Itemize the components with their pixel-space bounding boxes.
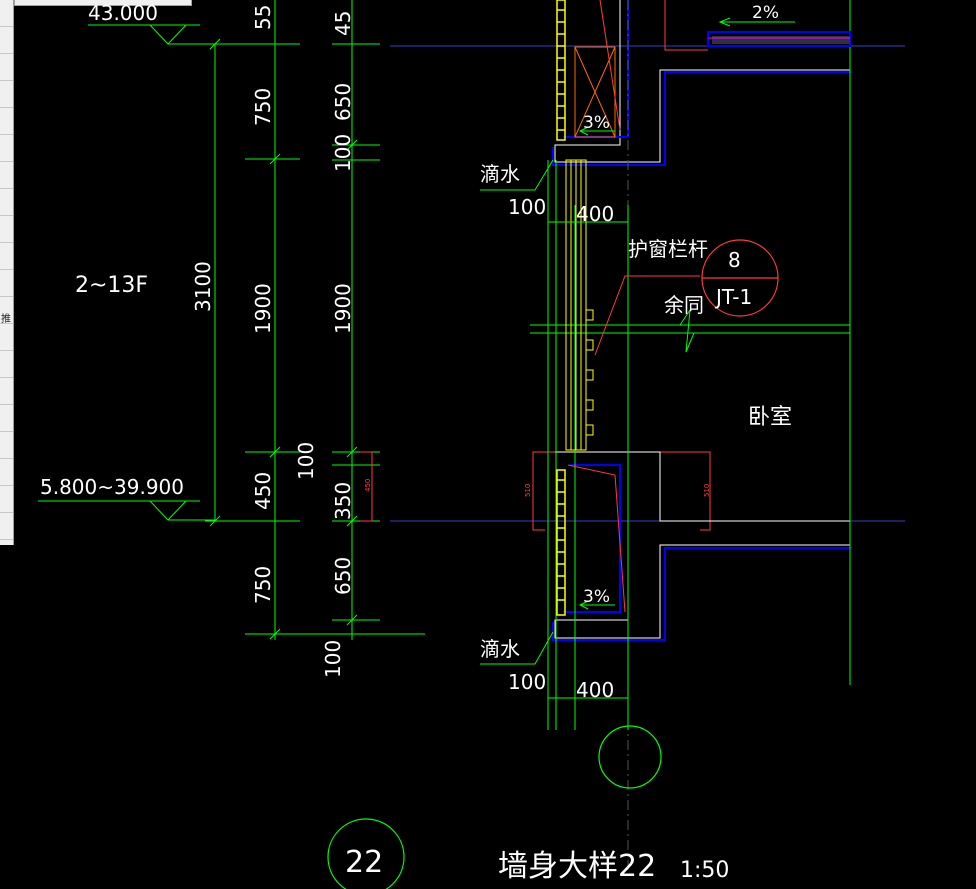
inner-dim-1: 650 (331, 83, 355, 121)
axis-circle (598, 725, 662, 789)
outer-dim-4: 750 (251, 566, 275, 604)
detail-number: 22 (345, 845, 383, 880)
drip-leaders (480, 159, 628, 699)
slope-label-upper: 3% (583, 113, 610, 133)
reference-bubble[interactable] (701, 239, 779, 317)
drawing-title: 墙身大样22 (498, 849, 656, 884)
dimension-lines (205, 0, 425, 640)
etc-label: 余同 (664, 293, 704, 317)
insulation-lower (556, 469, 566, 616)
outer-dim-0: 55 (251, 5, 275, 30)
drip-width-upper: 100 (508, 195, 546, 219)
ref-sheet: JT-1 (714, 285, 752, 309)
outer-dim-2: 1900 (251, 283, 275, 334)
insulation-upper (556, 0, 566, 141)
total-height-dim: 3100 (191, 261, 215, 312)
elevation-range-label: 5.800~39.900 (40, 475, 184, 499)
elevation-marker-top (88, 24, 215, 45)
top-tab (14, 0, 192, 6)
side-panel: 推 (0, 0, 14, 545)
elevation-marker-range (38, 500, 215, 521)
inner-dim-3: 1900 (331, 283, 355, 334)
roof-slope-label: 2% (752, 3, 779, 23)
roof-membrane (664, 0, 851, 51)
drip-width-lower: 100 (508, 670, 546, 694)
small-dim-450: 450 (364, 479, 372, 492)
inner-dim-5: 350 (331, 482, 355, 520)
floor-range-label: 2~13F (75, 273, 148, 298)
small-dim-510-right: 510 (703, 484, 711, 497)
outer-dim-3: 450 (251, 472, 275, 510)
inner-dim-2: 100 (331, 134, 355, 172)
red-small-dims (360, 451, 711, 531)
elevation-top-label: 43.000 (88, 1, 158, 25)
side-panel-stub: 推 (1, 314, 11, 325)
sill-width-upper: 400 (576, 202, 614, 226)
small-dim-510-left: 510 (524, 484, 532, 497)
drawing-scale: 1:50 (680, 858, 729, 883)
inner-dim-4: 100 (294, 442, 318, 480)
slope-arrows (578, 126, 615, 610)
section-number-circle (327, 818, 405, 889)
red-leaders (567, 0, 700, 613)
upper-vent-box (574, 46, 616, 138)
drip-label-upper: 滴水 (480, 162, 520, 186)
slope-label-lower: 3% (583, 587, 610, 607)
outer-dim-1: 750 (251, 88, 275, 126)
ref-number: 8 (728, 248, 741, 272)
sill-width-lower: 400 (576, 678, 614, 702)
drip-label-lower: 滴水 (480, 637, 520, 661)
bottom-dim: 100 (321, 640, 345, 678)
inner-dim-6: 650 (331, 557, 355, 595)
rail-label: 护窗栏杆 (628, 237, 708, 261)
room-label: 卧室 (748, 405, 792, 430)
window-frame (565, 159, 594, 451)
wall-section (530, 0, 852, 880)
inner-dim-0: 45 (331, 11, 355, 36)
